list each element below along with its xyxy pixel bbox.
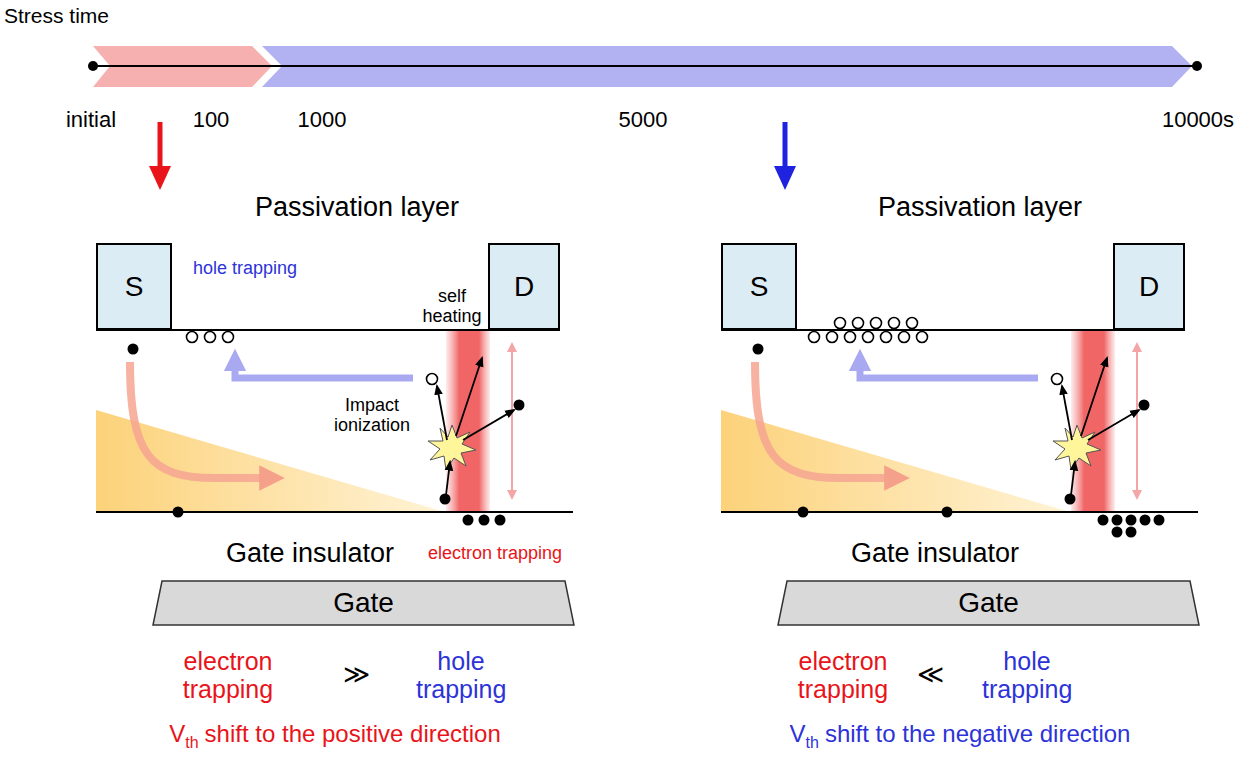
electrode-box: S xyxy=(721,243,797,330)
electrode-box: D xyxy=(1113,243,1185,330)
mechanism-label: electron trapping xyxy=(428,543,562,563)
node-label: D xyxy=(514,271,534,303)
gate-electrode: Gate xyxy=(152,580,575,626)
node-label: S xyxy=(750,271,769,303)
vth-text: shift to the positive direction xyxy=(205,720,501,747)
node-label: Gate xyxy=(958,587,1019,619)
mechanism-label: Impact ionization xyxy=(325,395,420,435)
time-label: 1000 xyxy=(298,108,347,133)
node-label: S xyxy=(125,271,144,303)
mechanism-label: self heating xyxy=(417,286,487,326)
node-label: Gate xyxy=(333,587,394,619)
vth-statement: Vth shift to the positive direction xyxy=(169,720,501,752)
vth-symbol: V xyxy=(169,720,185,747)
comparison-term: hole trapping xyxy=(416,647,506,703)
layer-name: Passivation layer xyxy=(878,192,1082,222)
vth-subscript: th xyxy=(185,734,198,751)
time-label: 100 xyxy=(193,108,230,133)
vth-subscript: th xyxy=(806,734,819,751)
time-label: initial xyxy=(66,108,116,133)
time-label: 5000 xyxy=(619,108,668,133)
vth-symbol: V xyxy=(790,720,806,747)
electrode-box: D xyxy=(488,243,560,330)
time-label: 10000s xyxy=(1162,108,1234,133)
comparison-term: hole trapping xyxy=(982,647,1072,703)
axis-title: Stress time xyxy=(4,4,109,28)
layer-name: Passivation layer xyxy=(255,192,459,222)
electrode-box: S xyxy=(96,243,172,330)
comparison-term: electron trapping xyxy=(788,647,898,703)
comparison-sign: ≫ xyxy=(343,660,370,689)
vth-statement: Vth shift to the negative direction xyxy=(790,720,1131,752)
layer-name: Gate insulator xyxy=(226,538,394,568)
layer-name: Gate insulator xyxy=(851,538,1019,568)
mechanism-label: hole trapping xyxy=(193,258,297,278)
comparison-sign: ≪ xyxy=(917,660,944,689)
vth-text: shift to the negative direction xyxy=(825,720,1131,747)
gate-electrode: Gate xyxy=(777,580,1200,626)
comparison-term: electron trapping xyxy=(173,647,283,703)
node-label: D xyxy=(1139,271,1159,303)
